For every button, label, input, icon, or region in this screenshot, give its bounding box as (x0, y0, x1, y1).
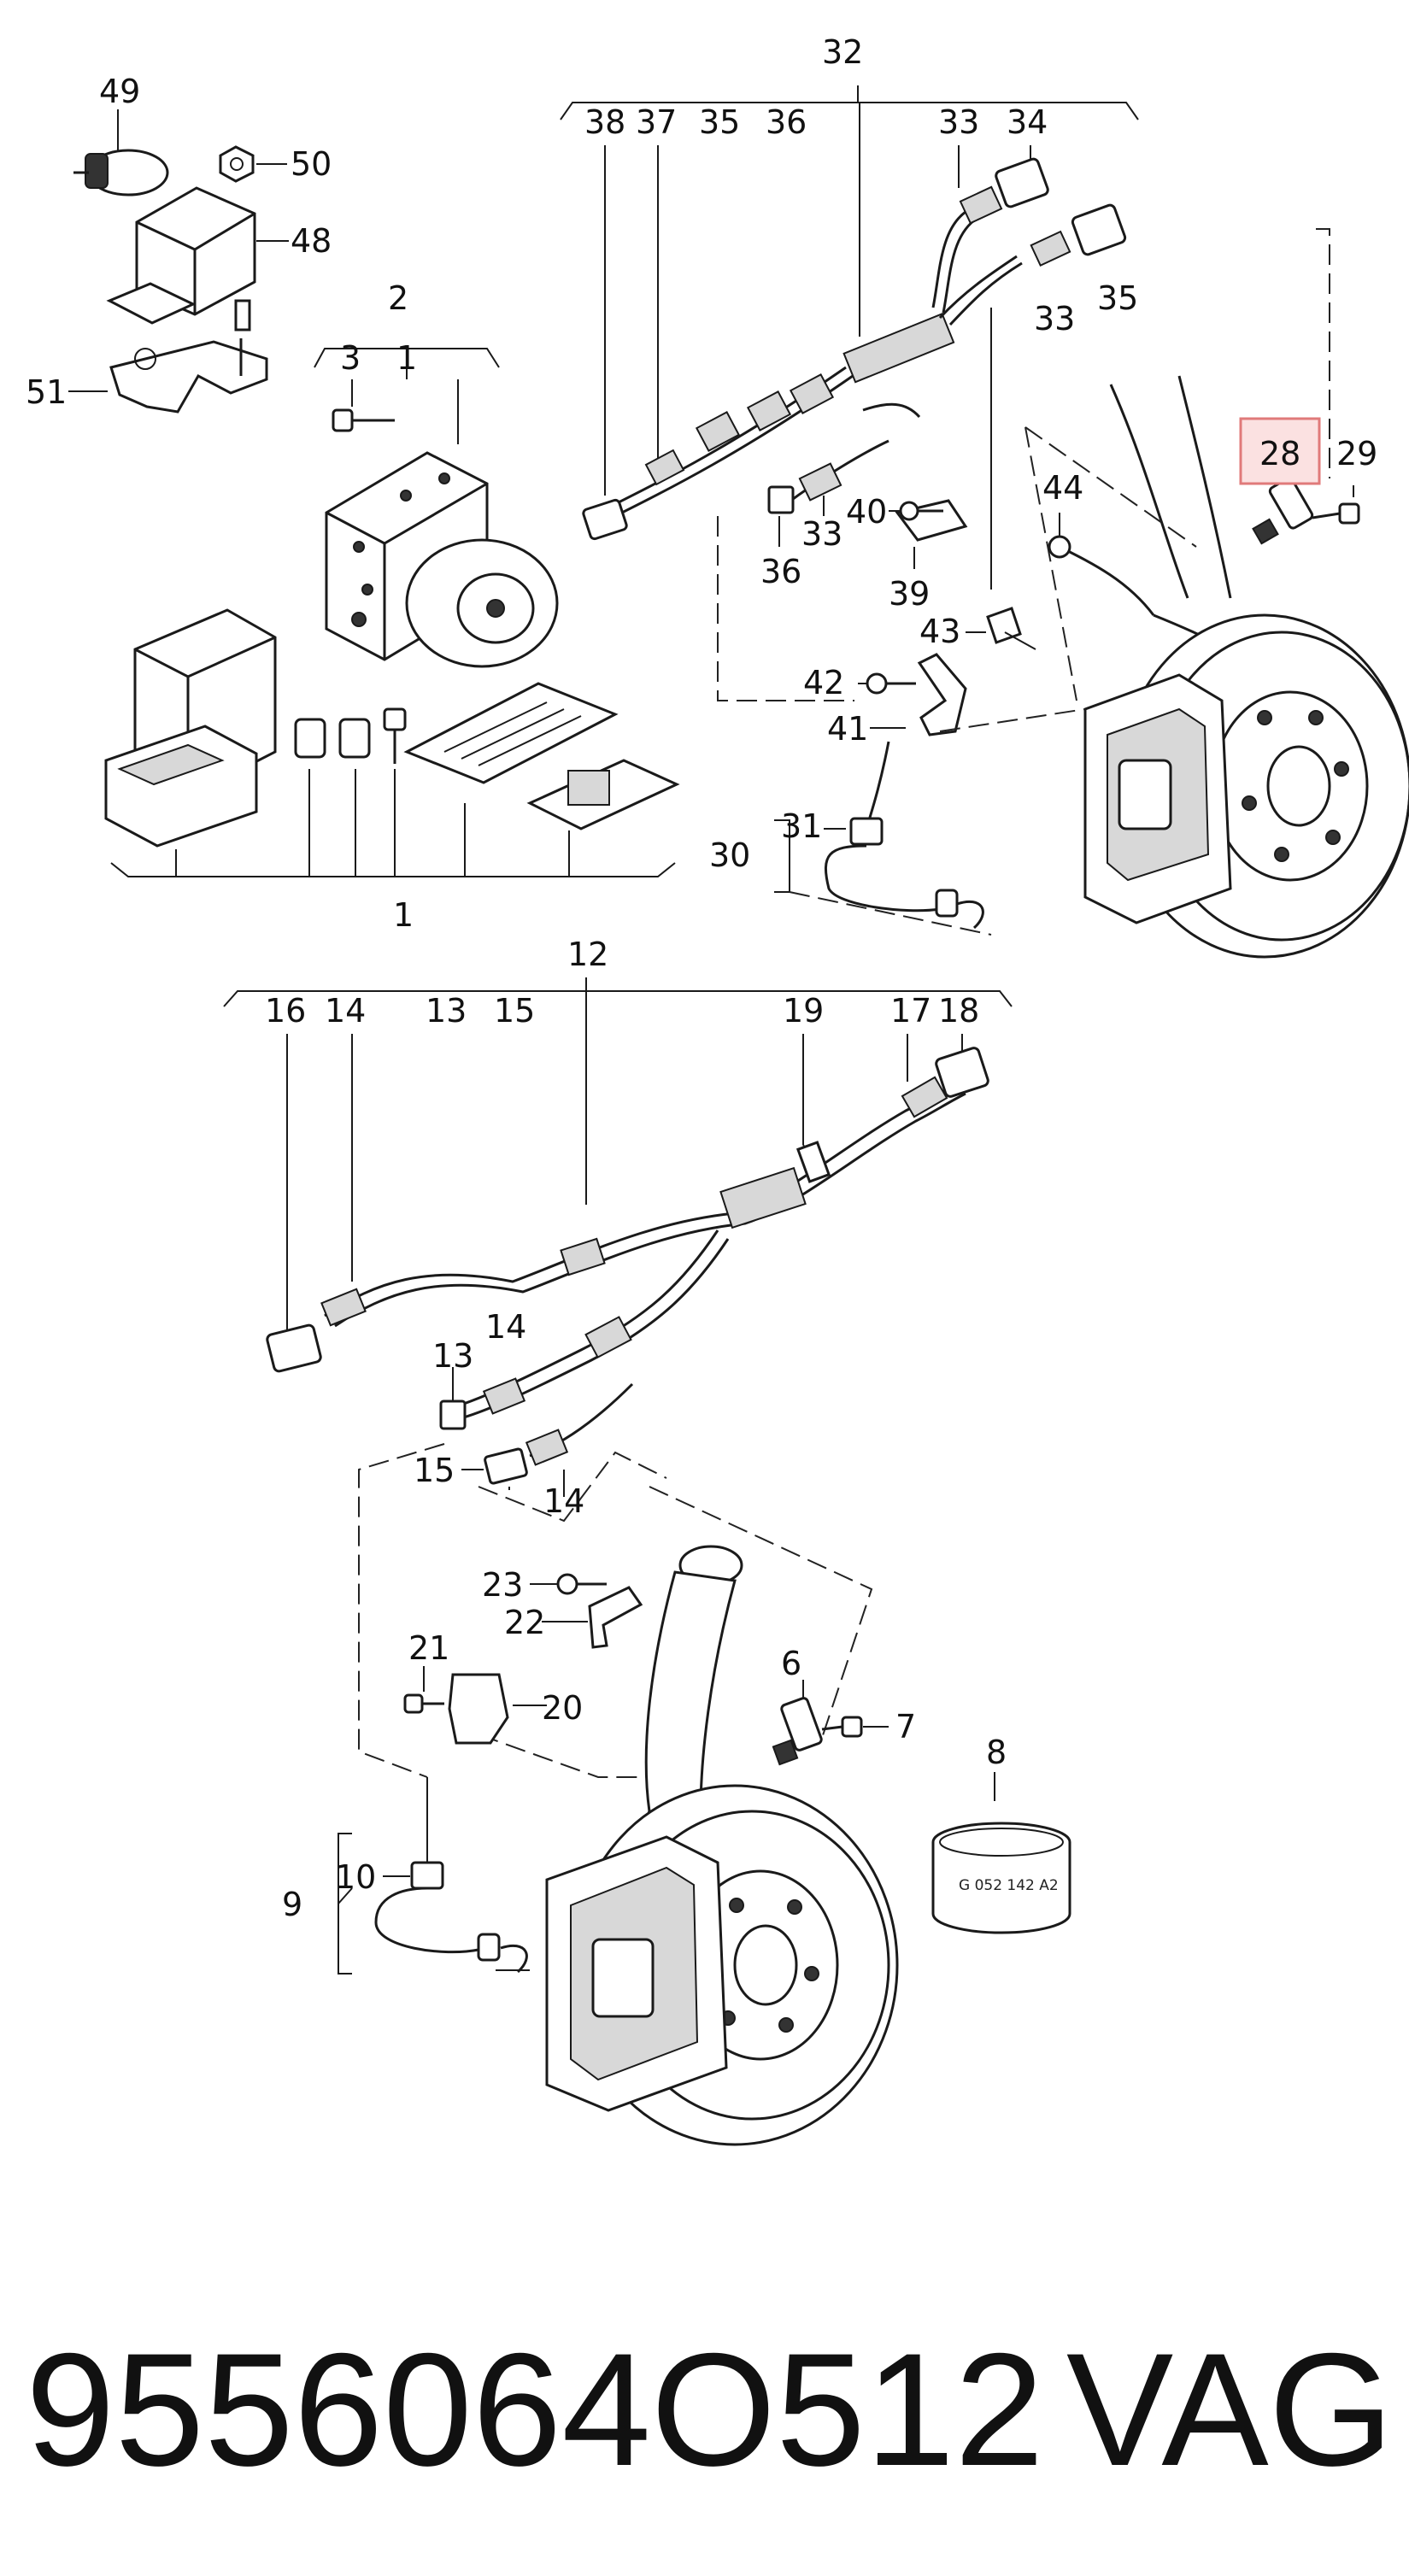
abs-control-module (104, 608, 277, 848)
nut-50 (219, 145, 255, 183)
relay-box-48 (106, 186, 256, 332)
callout-9: 9 (282, 1886, 302, 1923)
callout-16: 16 (265, 992, 306, 1030)
highlight-box-28 (1239, 417, 1321, 485)
callout-18: 18 (938, 992, 979, 1030)
grease-can-8: G 052 142 A2 (931, 1772, 1071, 1934)
bracket-22-23 (530, 1573, 643, 1649)
callout-8: 8 (986, 1734, 1007, 1771)
callout-49: 49 (99, 73, 140, 110)
abs-hydraulic-unit (314, 348, 559, 668)
front-harness-32 (560, 85, 1139, 547)
callout-14-low: 14 (543, 1482, 584, 1520)
callout-14-mid: 14 (485, 1308, 526, 1346)
brackets-39-43 (858, 308, 1036, 736)
control-relay-group (68, 109, 289, 414)
callout-36-top: 36 (766, 103, 807, 141)
pressure-sensor-49 (73, 149, 169, 197)
callout-39: 39 (889, 575, 930, 613)
callout-44: 44 (1042, 469, 1083, 507)
callout-33-mid: 33 (801, 515, 842, 553)
callout-38: 38 (584, 103, 625, 141)
callout-35-top: 35 (699, 103, 740, 141)
rear-brake-caliper (545, 1835, 728, 2112)
brand-name: VAG (1066, 2320, 1394, 2499)
callout-15-top: 15 (494, 992, 535, 1030)
front-brake-caliper (1083, 673, 1232, 924)
callout-20: 20 (542, 1689, 583, 1727)
callout-51: 51 (26, 373, 67, 411)
callout-42: 42 (803, 664, 844, 701)
callout-21: 21 (408, 1629, 449, 1667)
front-sensor-cable-30 (774, 741, 992, 936)
callout-22: 22 (504, 1604, 545, 1641)
callout-37: 37 (636, 103, 677, 141)
callout-12: 12 (567, 936, 608, 973)
callout-7: 7 (895, 1708, 916, 1746)
callout-35-right: 35 (1097, 279, 1138, 317)
bracket-51 (109, 338, 268, 414)
callout-36-mid: 36 (760, 553, 801, 590)
callout-28: 28 (1259, 435, 1300, 472)
callout-13-top: 13 (426, 992, 467, 1030)
callout-17: 17 (890, 992, 931, 1030)
callout-48: 48 (291, 222, 332, 260)
callout-2: 2 (388, 279, 408, 317)
callout-33-top: 33 (938, 103, 979, 141)
clip-20-21 (403, 1666, 547, 1745)
callout-33-right: 33 (1034, 300, 1075, 337)
callout-30: 30 (709, 836, 750, 874)
callout-14-top: 14 (325, 992, 366, 1030)
callout-1-bottom: 1 (393, 896, 414, 934)
plug-caps (294, 707, 407, 764)
callout-3: 3 (340, 339, 361, 377)
callout-1-top: 1 (396, 339, 417, 377)
bolt-7 (821, 1716, 889, 1738)
callout-labels: 49 50 48 51 2 3 1 1 32 38 37 35 36 33 34… (26, 33, 1377, 1923)
callout-23: 23 (482, 1566, 523, 1604)
callout-19: 19 (783, 992, 824, 1030)
callout-34: 34 (1007, 103, 1048, 141)
callout-32: 32 (822, 33, 863, 71)
callout-13-mid: 13 (432, 1337, 473, 1375)
bolt-29 (1312, 485, 1360, 525)
callout-15-mid: 15 (414, 1452, 455, 1489)
grease-can-label: G 052 142 A2 (959, 1877, 1059, 1894)
callout-10: 10 (335, 1858, 376, 1896)
rear-harness-12 (223, 977, 1013, 1497)
parts-diagram: G 052 142 A2 49 50 48 51 2 3 1 (26, 33, 1409, 2146)
bolt-3 (332, 408, 395, 432)
callout-50: 50 (291, 145, 332, 183)
rear-speed-sensor-6 (772, 1680, 823, 1766)
callout-41: 41 (827, 710, 868, 748)
callout-29: 29 (1336, 435, 1377, 472)
callout-43: 43 (919, 613, 960, 650)
instruction-sheets (403, 682, 680, 830)
callout-40: 40 (846, 493, 887, 531)
part-number: 9556064O512 (26, 2320, 1044, 2499)
rear-sensor-cable-9 (338, 1777, 530, 1975)
callout-6: 6 (781, 1645, 801, 1682)
callout-31: 31 (781, 807, 822, 845)
